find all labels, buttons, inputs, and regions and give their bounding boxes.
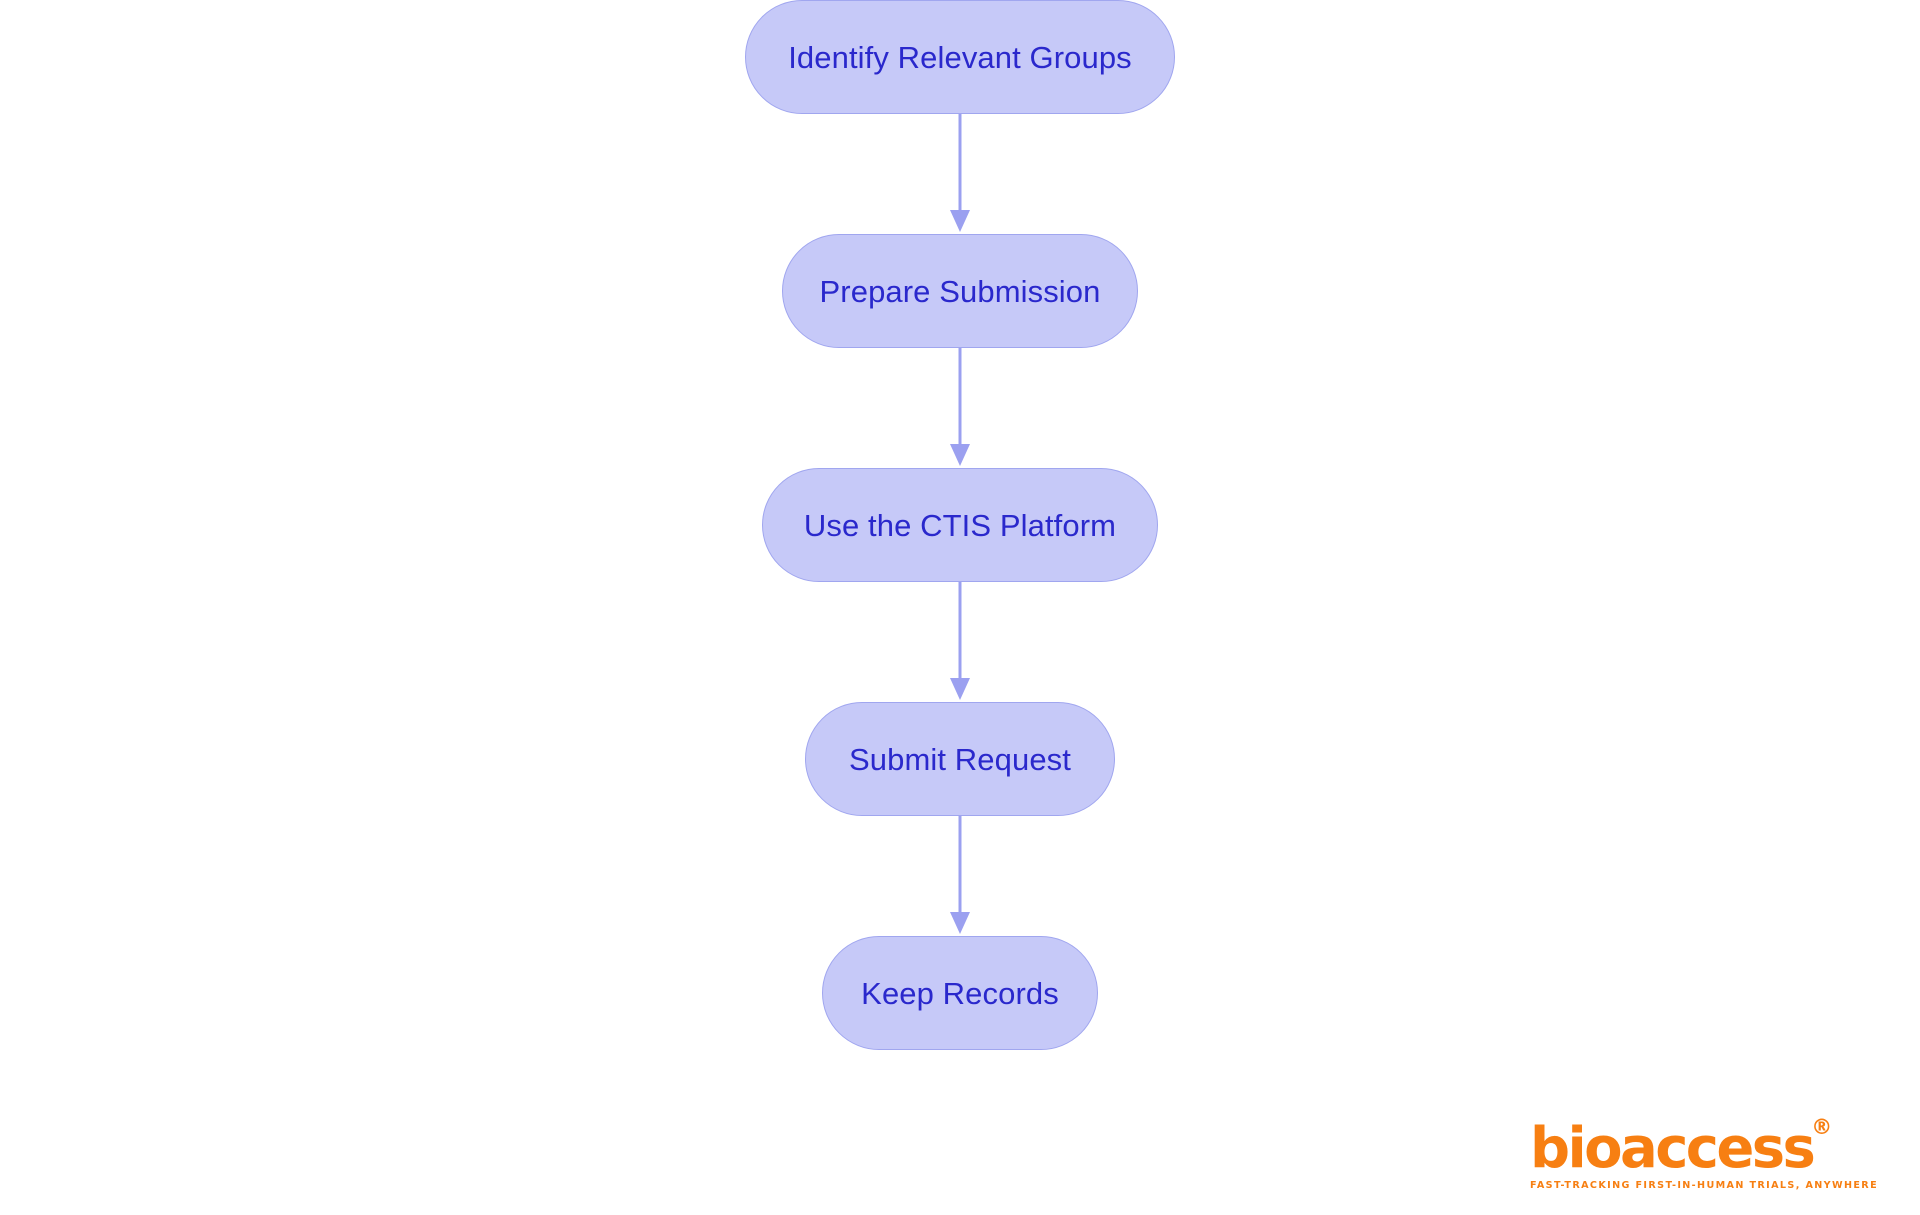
flowchart-node-column: Identify Relevant Groups Prepare Submiss…	[745, 0, 1175, 1050]
flowchart-node-prepare-submission[interactable]: Prepare Submission	[782, 234, 1138, 348]
flowchart-node-label: Prepare Submission	[819, 273, 1101, 309]
flowchart-step-3: Use the CTIS Platform	[762, 468, 1158, 582]
registered-trademark-icon: ®	[1811, 1115, 1833, 1140]
bioaccess-logo: bioaccess® FAST-TRACKING FIRST-IN-HUMAN …	[1530, 1117, 1878, 1192]
flowchart-step-4: Submit Request	[805, 702, 1115, 816]
flowchart-node-label: Identify Relevant Groups	[788, 39, 1132, 75]
flowchart-arrow-3-to-4	[950, 582, 970, 700]
flowchart-node-label: Submit Request	[849, 741, 1071, 777]
flowchart-step-5: Keep Records	[822, 936, 1098, 1050]
bioaccess-wordmark-text: bioaccess	[1530, 1116, 1816, 1182]
flowchart-arrow-4-to-5	[950, 816, 970, 934]
flowchart-node-use-the-ctis-platform[interactable]: Use the CTIS Platform	[762, 468, 1158, 582]
bioaccess-tagline: FAST-TRACKING FIRST-IN-HUMAN TRIALS, ANY…	[1530, 1180, 1878, 1192]
flowchart-step-2: Prepare Submission	[782, 234, 1138, 348]
flowchart-node-identify-relevant-groups[interactable]: Identify Relevant Groups	[745, 0, 1175, 114]
flowchart-node-keep-records[interactable]: Keep Records	[822, 936, 1098, 1050]
flowchart-node-submit-request[interactable]: Submit Request	[805, 702, 1115, 816]
flowchart-step-1: Identify Relevant Groups	[745, 0, 1175, 114]
flowchart-node-label: Keep Records	[861, 975, 1059, 1011]
flowchart-arrow-1-to-2	[950, 114, 970, 232]
flowchart-node-label: Use the CTIS Platform	[803, 507, 1117, 543]
bioaccess-wordmark: bioaccess®	[1530, 1117, 1832, 1177]
flowchart-arrow-2-to-3	[950, 348, 970, 466]
